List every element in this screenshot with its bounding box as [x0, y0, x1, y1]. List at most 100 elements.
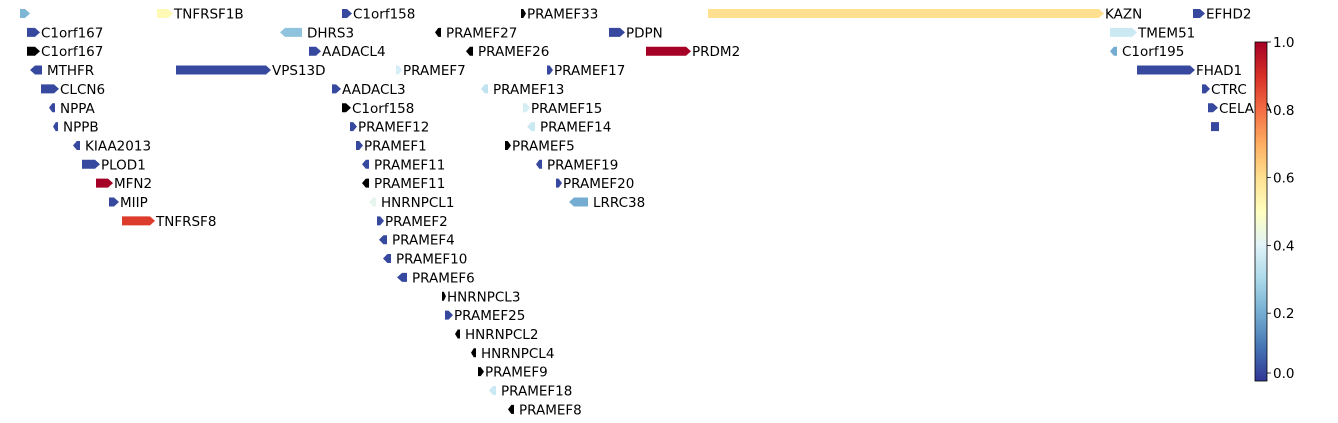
gene-label: FHAD1: [1196, 63, 1242, 79]
gene-marker: [397, 272, 407, 282]
gene-label: PRAMEF8: [519, 402, 582, 418]
gene-marker: [342, 9, 352, 18]
gene-marker: [53, 122, 58, 132]
gene-marker: [157, 9, 173, 18]
gene-label: KIAA2013: [85, 138, 151, 154]
gene-label: PRAMEF10: [396, 252, 467, 268]
gene-marker: [442, 291, 446, 301]
gene-label: PRAMEF25: [454, 308, 525, 324]
gene-label: TNFRSF1B: [173, 7, 244, 23]
gene-label: PRAMEF2: [385, 214, 448, 230]
gene-label: AADACL3: [342, 82, 406, 98]
gene-label: NPPA: [60, 101, 96, 117]
gene-label: PRAMEF27: [446, 25, 517, 41]
gene-marker: [481, 84, 488, 94]
gene-marker: [1110, 46, 1117, 56]
gene-label: PRAMEF6: [412, 270, 475, 286]
gene-marker: [556, 178, 562, 188]
gene-label: PRAMEF13: [493, 82, 564, 98]
gene-marker: [280, 27, 302, 37]
colorbar: 0.00.20.40.60.81.0: [1254, 35, 1294, 382]
gene-label: PRAMEF9: [485, 365, 548, 381]
gene-marker: [646, 46, 691, 56]
gene-marker: [489, 386, 496, 395]
gene-marker: [527, 122, 535, 132]
gene-label: NPPB: [63, 120, 99, 136]
colorbar-scale: [1254, 41, 1268, 382]
gene-marker: [435, 27, 441, 37]
gene-label: PRAMEF18: [501, 384, 572, 400]
gene-label: C1orf158: [353, 7, 415, 23]
gene-marker: [379, 235, 387, 245]
colorbar-tick-label: 0.8: [1273, 103, 1294, 119]
gene-label: CTRC: [1211, 82, 1247, 98]
gene-marker: [383, 254, 391, 264]
gene-marker: [478, 367, 484, 377]
gene-label: PRAMEF12: [358, 120, 429, 136]
gene-marker: [82, 159, 100, 169]
gene-marker: [523, 103, 530, 113]
gene-marker: [362, 178, 369, 188]
gene-label: KAZN: [1105, 7, 1142, 23]
gene-marker: [30, 65, 42, 75]
gene-label: PRAMEF5: [512, 138, 575, 154]
gene-label: PRAMEF11: [374, 176, 445, 192]
gene-label: C1orf195: [1122, 44, 1184, 60]
gene-label: PLOD1: [101, 157, 146, 173]
gene-marker: [49, 103, 55, 113]
gene-label: EFHD2: [1206, 7, 1251, 23]
gene-label: HNRNPCL1: [381, 195, 454, 211]
gene-marker: [20, 9, 30, 18]
colorbar-tick-label: 1.0: [1273, 35, 1294, 51]
gene-label: CLCN6: [60, 82, 105, 98]
gene-label: VPS13D: [272, 63, 326, 79]
gene-marker: [27, 46, 40, 56]
gene-marker: [342, 103, 351, 113]
gene-label: LRRC38: [593, 195, 645, 211]
genes-layer: TNFRSF1B C1orf158 PRAMEF33 KAZN EFHD2C1orf16…: [20, 7, 1273, 418]
gene-label: MTHFR: [47, 63, 94, 79]
gene-label: HNRNPCL4: [481, 346, 554, 362]
gene-marker: [1202, 84, 1210, 94]
gene-marker: [73, 140, 80, 150]
gene-marker: [536, 159, 542, 169]
gene-label: DHRS3: [307, 25, 354, 41]
gene-marker: [1137, 65, 1195, 75]
gene-marker: [547, 65, 553, 75]
gene-marker: [396, 65, 402, 75]
gene-marker: [466, 46, 473, 56]
gene-marker: [309, 46, 321, 56]
gene-marker: [96, 178, 113, 188]
gene-label: PRAMEF20: [563, 176, 634, 192]
gene-label: C1orf158: [352, 101, 414, 117]
gene-marker: [369, 197, 376, 207]
gene-label: MIIP: [120, 195, 148, 211]
gene-marker: [445, 310, 453, 320]
gene-marker: [708, 9, 1104, 18]
gene-label: PRAMEF1: [364, 138, 427, 154]
gene-label: TNFRSF8: [155, 214, 216, 230]
gene-marker: [109, 197, 119, 207]
colorbar-ticks: 0.00.20.40.60.81.0: [1267, 35, 1294, 382]
gene-marker: [471, 348, 476, 358]
gene-label: PDPN: [626, 25, 663, 41]
gene-label: TMEM51: [1137, 25, 1195, 41]
gene-marker: [41, 84, 59, 94]
gene-marker: [350, 122, 357, 132]
gene-label: PRAMEF26: [478, 44, 549, 60]
gene-label: PRAMEF33: [527, 7, 598, 23]
gene-label: PRAMEF14: [540, 120, 611, 136]
gene-marker: [1193, 9, 1205, 18]
gene-label: PRDM2: [692, 44, 740, 60]
gene-marker: [377, 216, 384, 226]
gene-label: AADACL4: [322, 44, 386, 60]
colorbar-tick-label: 0.2: [1273, 306, 1294, 322]
gene-marker: [122, 216, 155, 226]
colorbar-tick-label: 0.4: [1273, 238, 1294, 254]
gene-label: PRAMEF19: [547, 157, 618, 173]
colorbar-tick-label: 0.6: [1273, 171, 1294, 187]
gene-marker: [176, 65, 271, 75]
gene-label: HNRNPCL3: [447, 289, 520, 305]
gene-label: C1orf167: [41, 44, 103, 60]
